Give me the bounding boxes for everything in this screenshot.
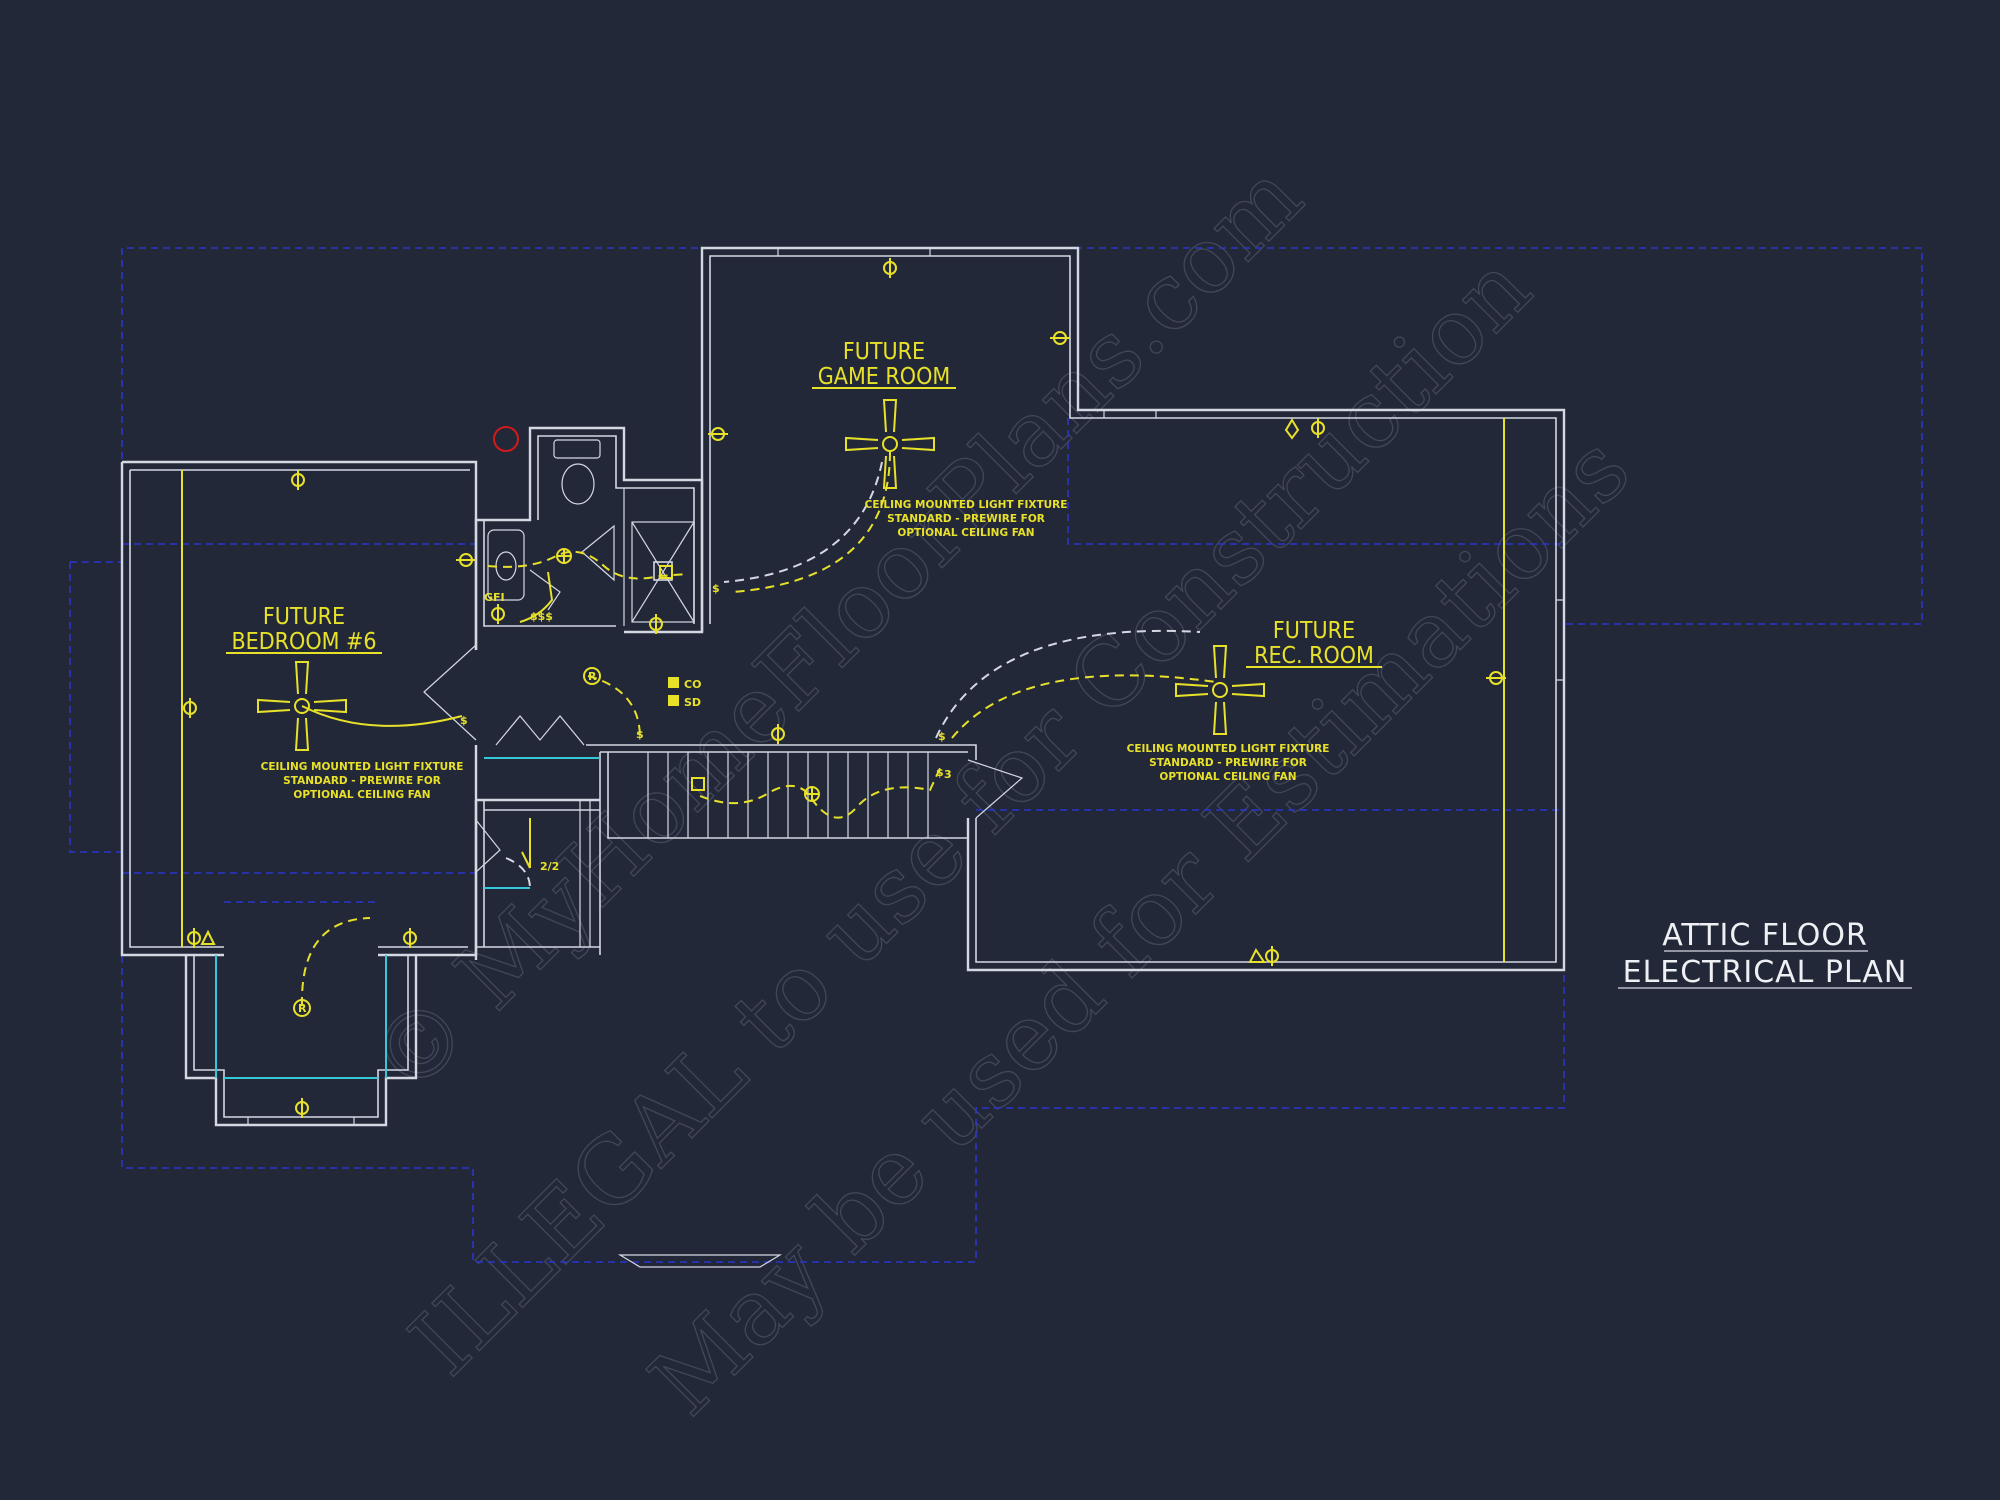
sd-label: SD (684, 696, 701, 709)
room-rec: FUTURE REC. ROOM (1246, 618, 1382, 669)
fixture-note-game-room: CEILING MOUNTED LIGHT FIXTURE STANDARD -… (865, 499, 1068, 539)
plan-title-line2: ELECTRICAL PLAN (1623, 955, 1908, 990)
switch-icon: $ (460, 714, 468, 727)
fixture-note-bedroom: CEILING MOUNTED LIGHT FIXTURE STANDARD -… (261, 761, 464, 801)
room-title-line1: FUTURE (1273, 618, 1355, 644)
switch-3way-label: 3 (944, 768, 952, 781)
note-line-3: OPTIONAL CEILING FAN (1159, 771, 1296, 783)
outlet-icon (295, 1098, 309, 1118)
switch-icon: $ (938, 730, 946, 743)
detectors: CO SD 2/2 (540, 677, 701, 873)
svg-text:R: R (298, 1002, 307, 1015)
co-detector-icon (668, 677, 679, 688)
wiring (300, 451, 1217, 1007)
note-line-1: CEILING MOUNTED LIGHT FIXTURE (261, 761, 464, 773)
ceiling-fan-rec-room (1175, 645, 1265, 735)
outlet-icon (183, 698, 197, 718)
note-line-3: OPTIONAL CEILING FAN (293, 789, 430, 801)
room-game: FUTURE GAME ROOM (812, 339, 956, 390)
outlet-icon (708, 427, 728, 441)
room-bedroom: FUTURE BEDROOM #6 (226, 604, 382, 655)
ceiling-fan-game-room (845, 399, 935, 489)
fixture-note-rec-room: CEILING MOUNTED LIGHT FIXTURE STANDARD -… (1127, 743, 1330, 783)
outlet-icon (1311, 418, 1325, 438)
roof-outline (69, 247, 1923, 1263)
ridge-lines (181, 418, 1505, 962)
plan-title-line1: ATTIC FLOOR (1662, 918, 1868, 953)
location-marker-icon (493, 426, 519, 452)
recessed-light-icon: R (583, 667, 601, 685)
outlet-icon (1050, 331, 1070, 345)
ceiling-fan-bedroom (257, 661, 347, 751)
switch-icon: $ (936, 766, 944, 779)
recessed-light-icon: R (293, 999, 311, 1017)
outlet-icon (1265, 946, 1279, 966)
light-icon (556, 548, 572, 564)
light-icon (804, 786, 820, 802)
gfi-label: GFI (484, 591, 505, 604)
watermark: © MyHomeFloorPlans.com ILLEGAL to use fo… (349, 142, 1650, 1436)
watermark-line-2: ILLEGAL to use for Construction (390, 234, 1551, 1395)
outlet-icon (187, 928, 201, 948)
closet-note: 2/2 (540, 860, 559, 873)
outlets (183, 258, 1506, 1118)
co-label: CO (684, 678, 701, 691)
room-title-line2: REC. ROOM (1254, 643, 1374, 669)
outlet-icon (403, 928, 417, 948)
switch-icon: $$$ (530, 610, 553, 623)
room-title-line1: FUTURE (843, 339, 925, 365)
switches: $ $ $ $ $ 3 $$$ GFI (460, 582, 952, 781)
note-line-1: CEILING MOUNTED LIGHT FIXTURE (1127, 743, 1330, 755)
outlet-icon (291, 470, 305, 490)
svg-text:R: R (588, 670, 597, 683)
recessed-lights: R R (293, 548, 820, 1017)
walls (120, 246, 1566, 1268)
outlet-icon (883, 258, 897, 278)
smoke-detector-icon (668, 695, 679, 706)
recessed-light-icon (691, 777, 705, 791)
room-title-line2: BEDROOM #6 (231, 629, 376, 655)
outlet-icon (771, 724, 785, 744)
outlet-icon (649, 614, 663, 634)
switch-icon: $ (636, 728, 644, 741)
switch-icon: $ (712, 582, 720, 595)
note-line-2: STANDARD - PREWIRE FOR (1149, 757, 1307, 769)
note-line-1: CEILING MOUNTED LIGHT FIXTURE (865, 499, 1068, 511)
note-line-2: STANDARD - PREWIRE FOR (887, 513, 1045, 525)
outlet-icon (491, 604, 505, 624)
room-title-line2: GAME ROOM (818, 364, 951, 390)
note-line-2: STANDARD - PREWIRE FOR (283, 775, 441, 787)
outlet-icon (456, 553, 476, 567)
room-title-line1: FUTURE (263, 604, 345, 630)
plan-title: ATTIC FLOOR ELECTRICAL PLAN (1618, 918, 1912, 990)
outlet-icon (1486, 671, 1506, 685)
note-line-3: OPTIONAL CEILING FAN (897, 527, 1034, 539)
